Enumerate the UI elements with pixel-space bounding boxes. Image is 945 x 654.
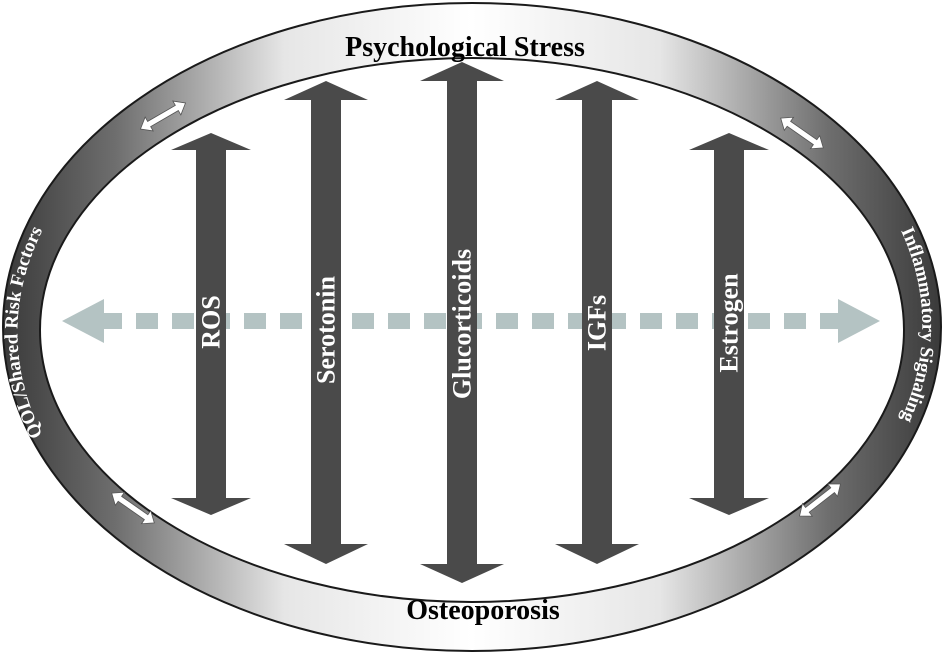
top-label: Psychological Stress [345,32,585,63]
mediator-arrow-estrogen: Estrogen [689,133,769,515]
mediator-label-glucorticoids: Glucorticoids [448,249,477,399]
mediator-label-serotonin: Serotonin [312,276,341,384]
mediator-arrow-glucorticoids: Glucorticoids [420,62,504,583]
mediator-label-igfs: IGFs [583,295,612,351]
mediator-arrow-serotonin: Serotonin [284,81,368,564]
ring-arrow-top-left [139,100,187,132]
mediator-label-estrogen: Estrogen [715,273,744,373]
ring-arrow-bottom-right [799,483,841,517]
mediator-arrow-ros: ROS [171,133,251,515]
ring-arrow-bottom-left [111,491,155,525]
bottom-label: Osteoporosis [406,595,560,626]
mediator-label-ros: ROS [197,295,226,348]
mediator-arrow-igfs: IGFs [555,81,639,564]
ring-arrow-top-right [780,116,824,150]
